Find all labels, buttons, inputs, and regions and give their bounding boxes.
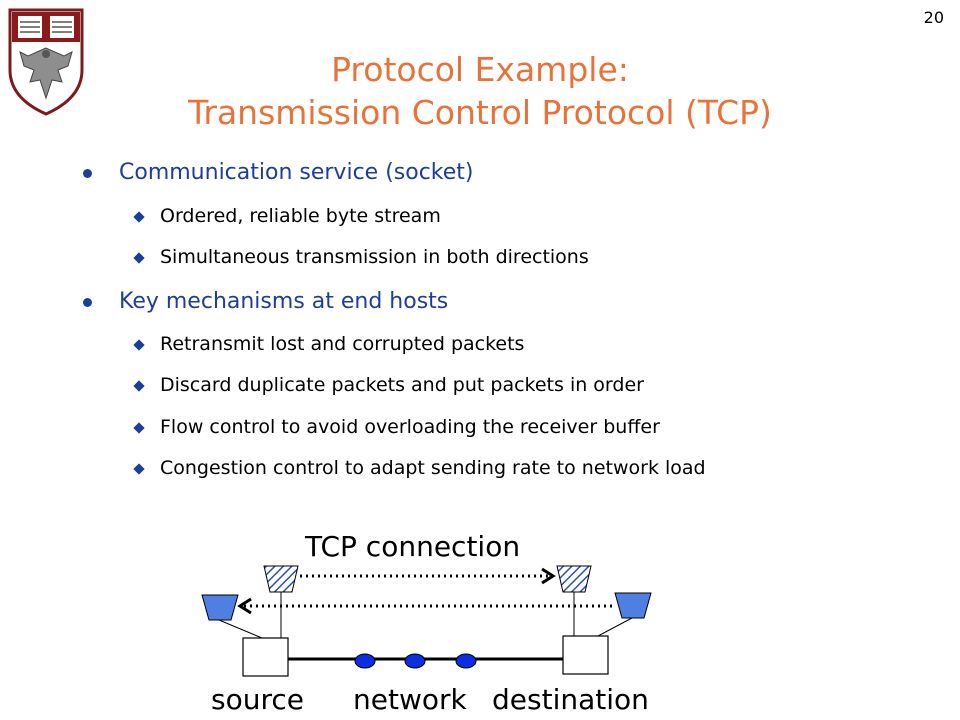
bullet-text: Key mechanisms at end hosts xyxy=(119,289,449,314)
slide-title-line-2: Transmission Control Protocol (TCP) xyxy=(188,93,772,132)
source-receive-buffer-icon xyxy=(201,594,239,621)
sub-bullet-text: Discard duplicate packets and put packet… xyxy=(160,374,644,396)
sub-bullet-text: Retransmit lost and corrupted packets xyxy=(160,333,525,355)
sub-bullet-text: Congestion control to adapt sending rate… xyxy=(160,457,706,479)
network-label: network xyxy=(353,683,467,716)
page-number: 20 xyxy=(923,8,944,27)
source-host-box xyxy=(242,637,289,677)
network-router-node xyxy=(404,653,426,669)
source-label: source xyxy=(211,683,304,716)
sub-bullet-text: Simultaneous transmission in both direct… xyxy=(160,246,589,268)
destination-host-box xyxy=(562,635,609,675)
destination-receive-buffer-icon xyxy=(556,565,592,593)
network-router-node xyxy=(455,653,477,669)
tcp-connection-label: TCP connection xyxy=(305,530,521,563)
forward-arrowhead-icon xyxy=(541,567,556,585)
sub-bullet-text: Ordered, reliable byte stream xyxy=(160,205,441,227)
reverse-arrowhead-icon xyxy=(237,597,252,615)
bullet-dot-icon xyxy=(83,169,92,178)
bullet-text: Communication service (socket) xyxy=(119,160,474,185)
bullet-dot-icon xyxy=(83,298,92,307)
destination-send-buffer-icon xyxy=(614,592,652,619)
sub-bullet-text: Flow control to avoid overloading the re… xyxy=(160,416,660,438)
source-lower-buffer-link xyxy=(218,619,263,639)
destination-label: destination xyxy=(492,683,649,716)
dest-lower-buffer-link xyxy=(597,617,633,637)
university-crest-logo xyxy=(8,8,84,116)
source-send-buffer-icon xyxy=(263,565,299,593)
network-router-node xyxy=(354,653,376,669)
slide-title-line-1: Protocol Example: xyxy=(331,50,629,89)
